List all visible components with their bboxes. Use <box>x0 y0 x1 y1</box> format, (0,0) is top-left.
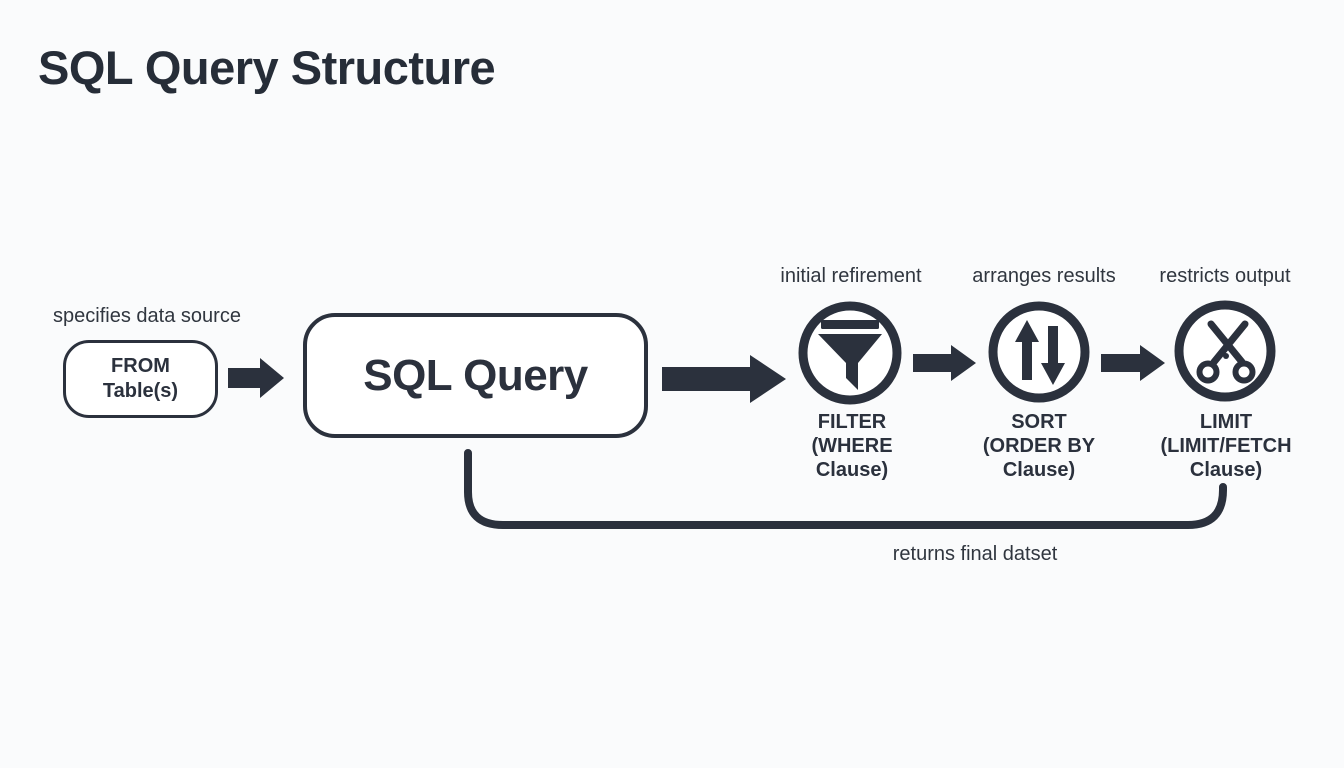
sort-caption-line2: (ORDER BY <box>982 435 1096 457</box>
sort-stage-circle <box>988 301 1090 403</box>
limit-stage-circle <box>1174 300 1276 402</box>
limit-caption-line1: LIMIT <box>1199 411 1253 433</box>
annotation-initial-refinement: initial refirement <box>780 265 922 287</box>
limit-stage-caption: LIMIT (LIMIT/FETCH Clause) <box>1160 410 1291 482</box>
funnel-icon <box>818 320 882 390</box>
limit-caption-line2: (LIMIT/FETCH <box>1160 435 1292 457</box>
annotation-restricts-output: restricts output <box>1159 265 1291 287</box>
arrow-sort-to-limit <box>1101 345 1165 381</box>
sql-query-label: SQL Query <box>363 350 588 400</box>
filter-caption-line3: Clause) <box>815 459 889 481</box>
filter-caption-line2: (WHERE <box>811 435 893 457</box>
sql-query-node: SQL Query <box>303 313 648 438</box>
arrow-filter-to-sort <box>913 345 976 381</box>
arrow-query-to-filter <box>662 355 786 403</box>
from-node-object: Table(s) <box>102 380 179 402</box>
annotation-specifies-data-source: specifies data source <box>53 305 241 327</box>
arrow-from-to-query <box>228 358 284 398</box>
sort-caption-line3: Clause) <box>1002 459 1076 481</box>
return-path-connector <box>464 449 1227 529</box>
limit-caption-line3: Clause) <box>1189 459 1263 481</box>
filter-stage-caption: FILTER (WHERE Clause) <box>811 410 892 482</box>
page-title: SQL Query Structure <box>38 41 496 94</box>
sort-arrows-icon <box>1015 320 1065 385</box>
sort-caption-line1: SORT <box>1011 411 1067 433</box>
from-table-node: FROM Table(s) <box>63 340 218 418</box>
scissors-icon <box>1196 320 1256 384</box>
sort-stage-caption: SORT (ORDER BY Clause) <box>983 410 1095 482</box>
return-path-label: returns final datset <box>892 543 1058 565</box>
filter-stage-circle <box>798 301 902 405</box>
from-node-keyword: FROM <box>111 355 170 377</box>
annotation-arranges-results: arranges results <box>972 265 1116 287</box>
filter-caption-line1: FILTER <box>817 411 887 433</box>
